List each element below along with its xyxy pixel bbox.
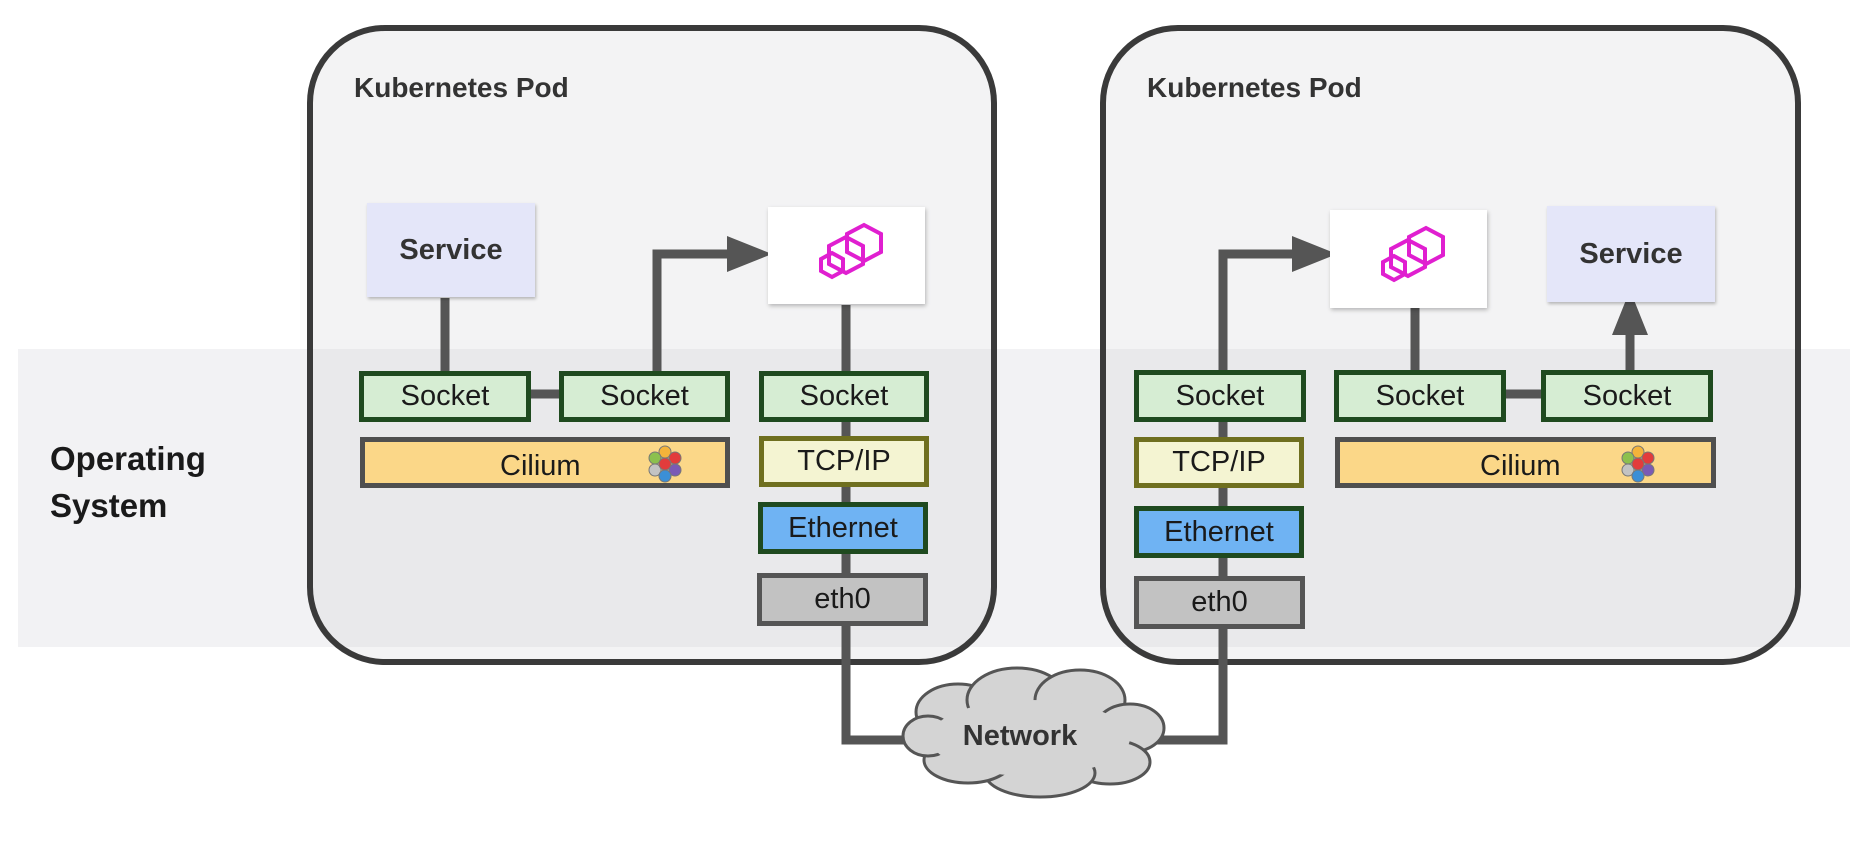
socket-left-2: Socket bbox=[559, 371, 730, 422]
line-network-to-eth0-right bbox=[1150, 628, 1228, 745]
socket-left-3: Socket bbox=[759, 371, 929, 422]
cilium-logo-icon bbox=[1621, 445, 1655, 483]
socket-right-3: Socket bbox=[1541, 370, 1713, 422]
line-eth0-to-network-left bbox=[841, 625, 912, 745]
cilium-box-left: Cilium bbox=[360, 437, 730, 488]
envoy-hexagon-icon bbox=[819, 222, 883, 280]
kubernetes-pod-right bbox=[1100, 25, 1801, 665]
ethernet-box-right: Ethernet bbox=[1134, 506, 1304, 558]
network-label: Network bbox=[962, 720, 1078, 752]
tcpip-box-left: TCP/IP bbox=[759, 436, 929, 487]
cilium-logo-icon bbox=[648, 445, 682, 483]
socket-left-1: Socket bbox=[359, 371, 531, 422]
socket-right-1: Socket bbox=[1134, 370, 1306, 422]
service-box-right: Service bbox=[1547, 206, 1715, 302]
cilium-label-right: Cilium bbox=[1480, 450, 1561, 482]
operating-system-label-line1: Operating bbox=[50, 440, 206, 477]
envoy-hexagon-icon bbox=[1381, 225, 1445, 283]
envoy-proxy-right bbox=[1330, 210, 1487, 308]
arrow-socket-to-envoy-left bbox=[652, 236, 772, 372]
operating-system-label-line2: System bbox=[50, 487, 168, 524]
eth0-box-left: eth0 bbox=[757, 573, 928, 626]
tcpip-box-right: TCP/IP bbox=[1134, 437, 1304, 488]
eth0-box-right: eth0 bbox=[1134, 576, 1305, 629]
cilium-box-right: Cilium bbox=[1335, 437, 1716, 488]
pod-title-left: Kubernetes Pod bbox=[354, 72, 569, 103]
socket-right-2: Socket bbox=[1334, 370, 1506, 422]
ethernet-box-left: Ethernet bbox=[758, 502, 928, 554]
arrow-socket-to-envoy-right bbox=[1218, 236, 1337, 372]
service-box-left: Service bbox=[367, 203, 535, 297]
operating-system-label: Operating System bbox=[50, 435, 290, 529]
pod-title-right: Kubernetes Pod bbox=[1147, 72, 1362, 103]
envoy-proxy-left bbox=[768, 207, 925, 304]
cilium-label-left: Cilium bbox=[500, 450, 581, 482]
kubernetes-pod-left bbox=[307, 25, 997, 665]
